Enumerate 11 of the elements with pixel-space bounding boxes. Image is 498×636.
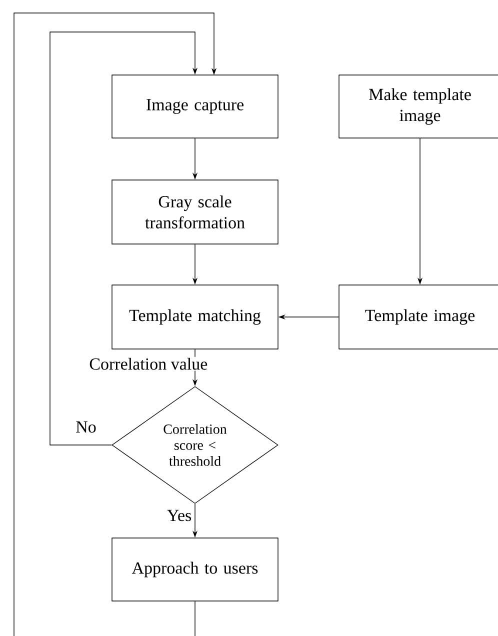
process-box: Make template image <box>338 74 498 138</box>
arrow <box>14 12 217 636</box>
edge-label: No <box>76 421 96 433</box>
edge-label: Yes <box>167 510 192 522</box>
process-box: Image capture <box>112 74 278 138</box>
process-box: Template image <box>338 284 498 350</box>
process-box: Gray scale transformation <box>112 180 278 244</box>
edge-label: Correlation value <box>90 358 208 370</box>
process-box: Approach to users <box>112 538 278 602</box>
arrow <box>50 32 198 446</box>
process-box: Template matching <box>112 284 278 350</box>
